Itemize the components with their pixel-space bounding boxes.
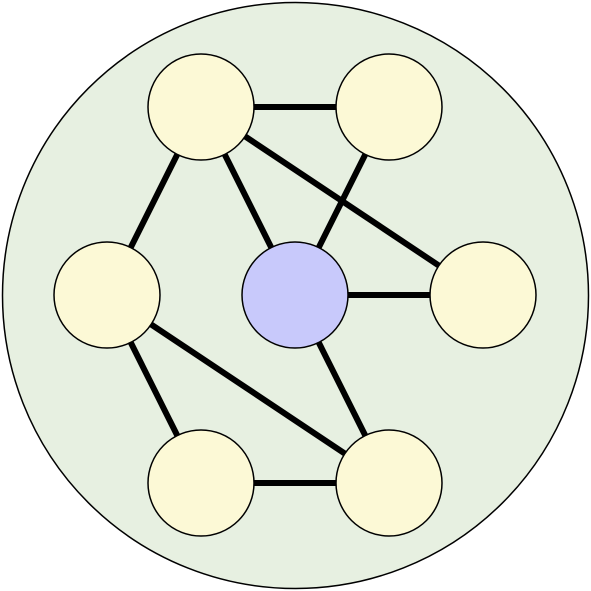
node-bottom-right: [335, 429, 443, 537]
node-middle-left: [53, 241, 161, 349]
edge-middle-left-to-bottom-right: [105, 292, 391, 486]
node-center: [241, 241, 349, 349]
node-top-left: [147, 53, 255, 161]
node-middle-right: [429, 241, 537, 349]
node-top-right: [335, 53, 443, 161]
nodes-layer: [53, 53, 537, 537]
node-bottom-left: [147, 429, 255, 537]
